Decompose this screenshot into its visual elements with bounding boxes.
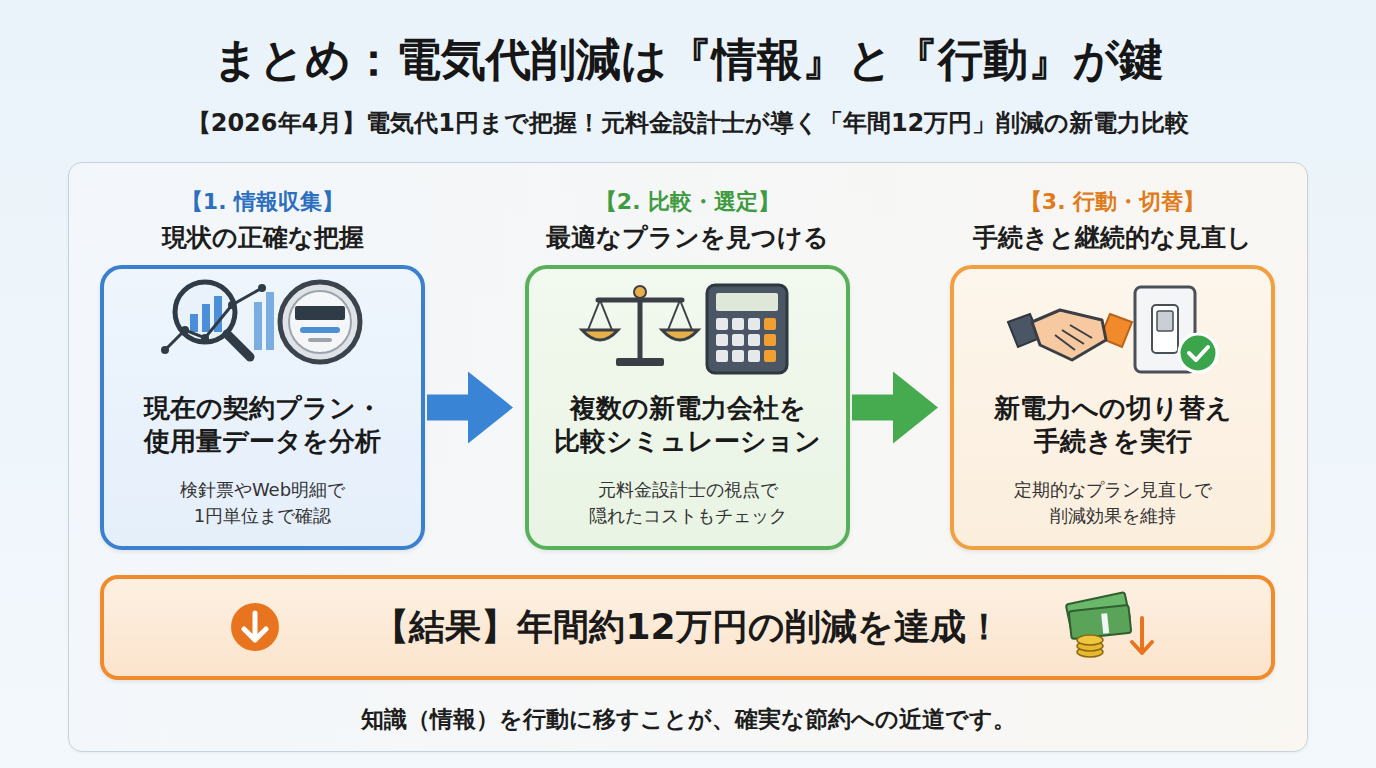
- step-body-text: 現在の契約プラン・ 使用量データを分析: [113, 392, 413, 458]
- badge-circle: [231, 603, 279, 651]
- scale-string: [588, 300, 600, 330]
- calculator-key: [764, 318, 776, 330]
- scale-post: [638, 292, 643, 360]
- step-number-heading: 【2. 比較・選定】: [525, 187, 850, 217]
- scale-pivot: [634, 286, 646, 298]
- switch-icon: [1135, 287, 1217, 372]
- down-arrow: [1132, 618, 1152, 653]
- coin: [1077, 647, 1103, 657]
- sleeve: [1100, 314, 1132, 347]
- scale-pan: [582, 330, 618, 340]
- result-text: 【結果】年間約12万円の削減を達成！: [104, 579, 1271, 676]
- step-subheading: 最適なプランを見つける: [525, 221, 850, 255]
- trend-dot: [228, 301, 236, 309]
- step-box: 【1. 情報収集】現状の正確な把握現在の契約プラン・ 使用量データを分析検針票や…: [100, 185, 425, 550]
- banknote-band: [1101, 613, 1109, 634]
- scale-pan: [662, 330, 698, 340]
- result-box: 【結果】年間約12万円の削減を達成！: [100, 575, 1275, 680]
- trend-dot: [201, 334, 209, 342]
- calculator-key: [764, 334, 776, 346]
- calculator-key: [732, 350, 744, 362]
- step-number-heading: 【3. 行動・切替】: [950, 187, 1275, 217]
- step-note-text: 定期的なプラン見直しで 削減効果を維持: [988, 477, 1238, 529]
- calculator-key: [748, 334, 760, 346]
- scale-beam: [598, 298, 682, 303]
- step-body-text: 新電力への切り替え 手続きを実行: [963, 392, 1263, 458]
- chart-bar: [202, 304, 210, 332]
- calculator-key: [716, 334, 728, 346]
- step-box: 【2. 比較・選定】最適なプランを見つける複数の新電力会社を 比較シミュレーショ…: [525, 185, 850, 550]
- calculator-body: [707, 285, 787, 373]
- calculator-key: [732, 318, 744, 330]
- check-mark: [1189, 347, 1208, 360]
- calculator-key: [748, 318, 760, 330]
- meter-bar: [300, 327, 340, 333]
- calculator-icon: [707, 285, 787, 373]
- down-arrow-badge: [231, 603, 279, 651]
- subtitle: 【2026年4月】電気代1円まで把握！元料金設計士が導く「年間12万円」削減の新…: [0, 106, 1376, 140]
- step-subheading: 手続きと継続的な見直し: [950, 221, 1275, 255]
- banknote: [1066, 592, 1131, 632]
- check-badge: [1179, 334, 1217, 372]
- meter-bar: [308, 338, 332, 342]
- step-box: 【3. 行動・切替】手続きと継続的な見直し新電力への切り替え 手続きを実行定期的…: [950, 185, 1275, 550]
- switch-toggle: [1157, 311, 1173, 331]
- step-note-text: 元料金設計士の視点で 隠れたコストもチェック: [563, 477, 813, 529]
- coin: [1077, 641, 1103, 651]
- meter-body: [280, 282, 360, 362]
- trend-dot: [258, 284, 266, 292]
- scale-string: [668, 300, 680, 330]
- hands: [1032, 310, 1106, 360]
- badge-arrow: [244, 613, 266, 640]
- lens: [175, 282, 235, 342]
- money-icon: [1066, 592, 1152, 657]
- calculator-key: [732, 334, 744, 346]
- flow-arrow: [427, 395, 484, 421]
- step-body-text: 複数の新電力会社を 比較シミュレーション: [538, 392, 838, 458]
- banknote: [1069, 605, 1132, 639]
- chart-bar: [214, 296, 222, 332]
- finger-lines: [1055, 325, 1092, 350]
- scale-base: [616, 358, 664, 366]
- balance-scale-icon: [582, 286, 698, 366]
- meter-icon: [280, 282, 360, 362]
- coin: [1077, 635, 1103, 645]
- meter-display: [295, 306, 345, 320]
- step-subheading: 現状の正確な把握: [100, 221, 425, 255]
- step-number-heading: 【1. 情報収集】: [100, 187, 425, 217]
- meter-face: [289, 291, 351, 353]
- switch-frame: [1152, 305, 1178, 353]
- handshake-icon: [1008, 310, 1132, 360]
- calculator-display: [716, 293, 778, 311]
- summary-panel: 【1. 情報収集】現状の正確な把握現在の契約プラン・ 使用量データを分析検針票や…: [68, 162, 1308, 752]
- trend-dot: [181, 326, 189, 334]
- trend-dot: [161, 346, 169, 354]
- footnote-text: 知識（情報）を行動に移すことが、確実な節約への近道です。: [69, 703, 1307, 735]
- flow-arrow: [852, 395, 909, 421]
- calculator-key: [748, 350, 760, 362]
- calculator-key: [716, 350, 728, 362]
- trend-line: [165, 288, 262, 350]
- switch-plate: [1135, 287, 1195, 372]
- sleeve: [1008, 314, 1040, 347]
- calculator-key: [716, 318, 728, 330]
- magnifier-chart-icon: [161, 282, 274, 357]
- main-title: まとめ：電気代削減は『情報』と『行動』が鍵: [0, 30, 1376, 90]
- step-note-text: 検針票やWeb明細で 1円単位まで確認: [138, 477, 388, 529]
- calculator-key: [764, 350, 776, 362]
- chart-bar: [254, 302, 262, 350]
- scale-string: [680, 300, 692, 330]
- chart-bar: [190, 314, 198, 332]
- chart-bar: [266, 292, 274, 350]
- lens-handle: [227, 334, 250, 357]
- scale-string: [600, 300, 612, 330]
